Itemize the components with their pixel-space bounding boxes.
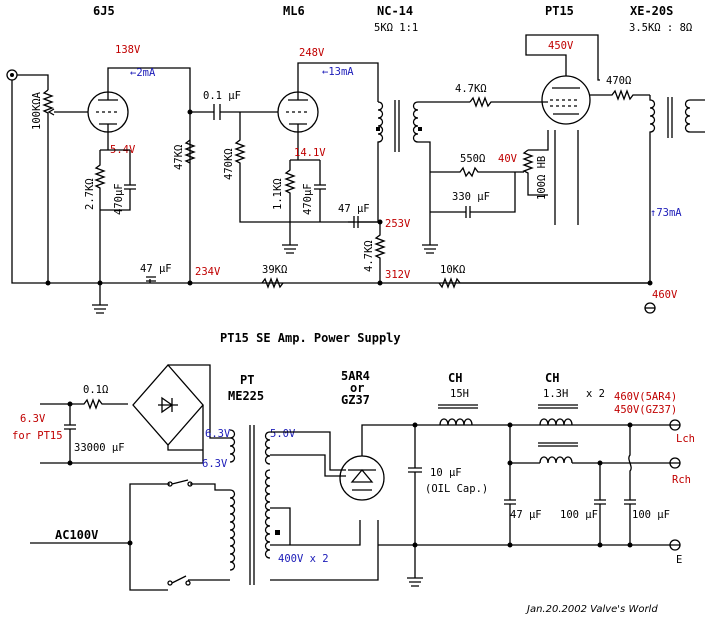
psu-capacitor-100a: 100 μF [560,509,598,521]
oil-capacitor-note: (OIL Cap.) [425,483,488,495]
v2-grid-resistor: 470KΩ [223,148,235,180]
hum-balance-pot: 100Ω HB [536,156,548,200]
bridge-rectifier [132,364,204,446]
psu-title: PT15 SE Amp. Power Supply [220,331,401,345]
footer-credit: Jan.20.2002 Valve's World [525,604,658,615]
screen-resistor: 470Ω [606,75,631,87]
b-plus-460v: 460V [652,289,678,301]
output-transformer-label: XE-20S [630,4,673,18]
v3-screen-voltage: 450V [548,40,574,52]
interstage-transformer [376,100,470,254]
decoupling-resistor-2: 4.7KΩ [363,240,375,272]
tube-label-v1: 6J5 [93,4,115,18]
power-transformer [229,425,271,585]
heater-for-label: for PT15 [12,430,63,442]
b-plus-234v: 234V [195,266,221,278]
filter-resistor: 10KΩ [440,264,465,276]
choke-2-value: 1.3H [543,388,568,400]
v2-cathode-resistor: 1.1KΩ [272,178,284,210]
v1-plate-resistor: 47KΩ [173,145,185,170]
rectifier-tube-2: GZ37 [341,393,370,407]
interstage-ratio: 5KΩ 1:1 [374,22,418,34]
rectifier-or: or [350,381,364,395]
heater-capacitor: 33000 μF [74,442,125,454]
v1-cathode-resistor: 2.7KΩ [84,178,96,210]
rectifier-tube-1: 5AR4 [341,369,370,383]
psu-capacitor-100b: 100 μF [632,509,670,521]
volume-pot-label: 100KΩA [31,91,43,130]
choke-1-value: 15H [450,388,469,400]
pt-hv-winding: 400V x 2 [278,553,329,565]
pt-model: ME225 [228,389,264,403]
interstage-label: NC-14 [377,4,413,18]
rectifier-tube [339,455,385,501]
output-transformer-ratio: 3.5KΩ : 8Ω [629,22,692,34]
output-rch-label: Rch [672,474,691,486]
tube-label-v3: PT15 [545,4,574,18]
volume-pot [42,89,54,283]
v3-cathode-voltage: 40V [498,153,518,165]
v2-plate-current: ←13mA [322,66,354,78]
v2-cathode-capacitor: 470μF [302,183,314,215]
heater-voltage-label: 6.3V [20,413,46,425]
tube-v3-pt15 [541,75,591,125]
decoupling-capacitor-1: 47 μF [140,263,172,275]
output-lch-label: Lch [676,433,695,445]
pt-heater-winding-2: 6.3V [202,458,228,470]
v1-cathode-capacitor: 470μF [113,183,125,215]
choke-2-multiplier: x 2 [586,388,605,400]
amplifier-section: 6J5 ML6 NC-14 5KΩ 1:1 PT15 XE-20S 3.5KΩ … [6,4,705,314]
pt-label: PT [240,373,254,387]
output-voltage-5ar4: 460V(5AR4) [614,391,677,403]
v3-cathode-capacitor: 330 μF [452,191,490,203]
v3-plate-current: ↑73mA [650,207,682,219]
b-plus-312v: 312V [385,269,411,281]
choke-1-label: CH [448,371,462,385]
v3-grid-resistor: 4.7KΩ [455,83,487,95]
heater-resistor: 0.1Ω [83,384,108,396]
psu-capacitor-47: 47 μF [510,509,542,521]
v1-plate-voltage: 138V [115,44,141,56]
ac-input-label: AC100V [55,528,98,542]
decoupling-capacitor-2: 47 μF [338,203,370,215]
choke-2-label: CH [545,371,559,385]
output-transformer [649,95,705,283]
b-plus-253v: 253V [385,218,411,230]
power-supply-section: PT15 SE Amp. Power Supply 6.3V for PT15 … [12,331,695,615]
v2-plate-voltage: 248V [299,47,325,59]
decoupling-resistor-1: 39KΩ [262,264,287,276]
v1-plate-current: ←2mA [130,67,156,79]
v2-cathode-voltage: 14.1V [294,147,326,159]
pt-rectifier-heater: 5.0V [270,428,296,440]
oil-capacitor: 10 μF [430,467,462,479]
output-ground-label: E [676,554,682,566]
output-voltage-gz37: 450V(GZ37) [614,404,677,416]
pt-heater-winding-1: 6.3V [205,428,231,440]
v3-cathode-resistor: 550Ω [460,153,485,165]
tube-label-v2: ML6 [283,4,305,18]
coupling-capacitor: 0.1 μF [203,90,241,102]
